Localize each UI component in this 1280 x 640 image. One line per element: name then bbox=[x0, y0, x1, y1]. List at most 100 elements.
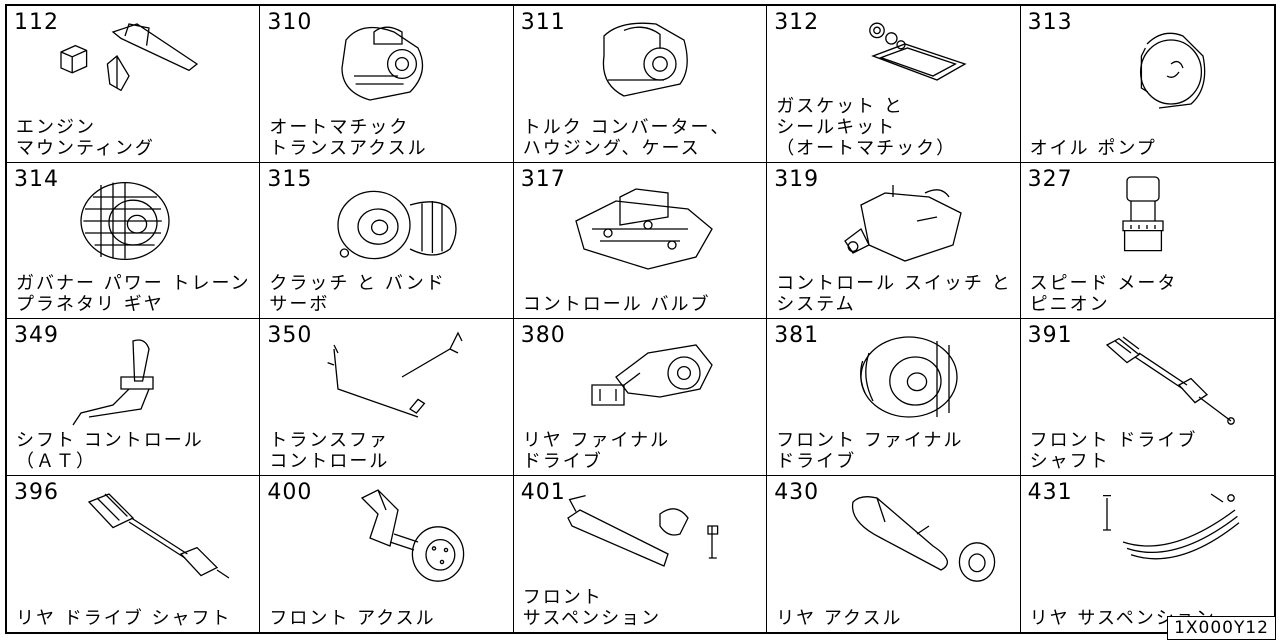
section-label-line: リヤ ドライブ シャフト bbox=[16, 608, 232, 629]
section-code: 349 bbox=[14, 323, 59, 348]
section-cell-401[interactable]: 401 フロントサスペンション bbox=[514, 475, 768, 632]
section-label-line: コントロール バルブ bbox=[522, 294, 711, 315]
control-valve-icon bbox=[544, 171, 744, 271]
section-code: 311 bbox=[520, 10, 566, 35]
section-code: 430 bbox=[774, 479, 820, 505]
section-label: シフト コントロール（ＡＴ） bbox=[16, 430, 204, 472]
rear-final-drive-icon bbox=[544, 327, 744, 427]
section-label: コントロール バルブ bbox=[523, 294, 711, 315]
section-cell-312[interactable]: 312 ガスケット とシールキット（オートマチック） bbox=[767, 6, 1021, 163]
section-cell-350[interactable]: 350 トランスファコントロール bbox=[260, 319, 514, 476]
section-label-line: ドライブ bbox=[522, 450, 603, 472]
section-cell-349[interactable]: 349 シフト コントロール（ＡＴ） bbox=[7, 319, 261, 476]
section-label-line: フロント bbox=[522, 587, 603, 608]
section-label-line: （ＡＴ） bbox=[16, 450, 96, 472]
oil-pump-icon bbox=[1051, 14, 1251, 114]
section-code: 431 bbox=[1027, 479, 1073, 505]
section-label-line: コントロール bbox=[269, 450, 390, 472]
front-final-drive-icon bbox=[797, 327, 997, 427]
section-label: クラッチ と バンドサーボ bbox=[269, 273, 445, 315]
section-label: リヤ アクスル bbox=[776, 608, 902, 629]
section-label: フロント アクスル bbox=[269, 608, 435, 629]
section-label-line: フロント ファイナル bbox=[776, 429, 964, 451]
section-cell-381[interactable]: 381 フロント ファイナルドライブ bbox=[767, 319, 1021, 476]
section-label-line: ハウジング、ケース bbox=[522, 137, 701, 159]
section-label-line: トランスアクスル bbox=[269, 137, 428, 159]
section-label-line: リヤ ファイナル bbox=[522, 429, 671, 451]
section-label-line: ドライブ bbox=[776, 450, 857, 472]
section-cell-112[interactable]: 112 エンジンマウンティング bbox=[7, 6, 261, 163]
section-label: フロント ドライブシャフト bbox=[1030, 430, 1198, 472]
section-code: 400 bbox=[267, 479, 313, 505]
section-cell-380[interactable]: 380 リヤ ファイナルドライブ bbox=[513, 319, 768, 476]
section-cell-396[interactable]: 396 リヤ ドライブ シャフト bbox=[7, 475, 261, 632]
section-cell-314[interactable]: 314 ガバナー パワー トレーンプラネタリ ギヤ bbox=[7, 162, 261, 319]
section-code: 313 bbox=[1027, 10, 1073, 35]
section-label-line: シフト コントロール bbox=[16, 429, 204, 451]
section-label: オイル ポンプ bbox=[1030, 138, 1157, 159]
section-label: トルク コンバーター、ハウジング、ケース bbox=[523, 117, 731, 159]
shift-control-icon bbox=[37, 327, 237, 427]
section-cell-430[interactable]: 430 リヤ アクスル bbox=[767, 475, 1021, 632]
section-label-line: フロント ドライブ bbox=[1029, 429, 1198, 451]
section-code: 315 bbox=[267, 166, 313, 192]
section-code: 401 bbox=[520, 479, 566, 505]
section-cell-311[interactable]: 311 トルク コンバーター、ハウジング、ケース bbox=[513, 6, 768, 163]
rear-axle-icon bbox=[797, 484, 997, 584]
front-axle-icon bbox=[290, 484, 490, 584]
section-label-line: ガスケット と bbox=[776, 95, 904, 117]
section-label-line: スピード メータ bbox=[1029, 273, 1178, 294]
section-code: 350 bbox=[267, 323, 313, 348]
front-suspension-icon bbox=[544, 484, 744, 584]
section-label-line: ピニオン bbox=[1029, 294, 1110, 315]
section-label-line: システム bbox=[776, 294, 856, 315]
rear-drive-shaft-icon bbox=[37, 484, 237, 584]
section-cell-431[interactable]: 431 リヤ サスペンション bbox=[1021, 476, 1274, 633]
section-code: 314 bbox=[14, 166, 59, 192]
section-label: ガバナー パワー トレーンプラネタリ ギヤ bbox=[16, 273, 251, 315]
section-label: リヤ ファイナルドライブ bbox=[523, 430, 670, 472]
section-label: コントロール スイッチ とシステム bbox=[776, 273, 1011, 315]
section-label-line: リヤ アクスル bbox=[776, 608, 903, 629]
planetary-gear-icon bbox=[37, 171, 237, 271]
section-cell-310[interactable]: 310 オートマチックトランスアクスル bbox=[260, 6, 514, 163]
section-cell-317[interactable]: 317 コントロール バルブ bbox=[513, 162, 768, 319]
section-label-line: トランスファ bbox=[269, 429, 390, 451]
engine-mounting-icon bbox=[37, 14, 237, 114]
speedometer-pinion-icon bbox=[1051, 171, 1251, 271]
section-label: リヤ ドライブ シャフト bbox=[16, 608, 231, 629]
torque-converter-housing-icon bbox=[544, 14, 744, 114]
section-label-line: サスペンション bbox=[522, 608, 662, 629]
section-label-line: プラネタリ ギヤ bbox=[16, 294, 164, 315]
catalog-reference-code: 1X000Y12 bbox=[1167, 616, 1276, 640]
section-label: フロントサスペンション bbox=[523, 587, 661, 629]
section-cell-391[interactable]: 391 フロント ドライブシャフト bbox=[1020, 319, 1274, 476]
rear-suspension-icon bbox=[1051, 484, 1251, 584]
section-label-line: （オートマチック） bbox=[776, 137, 957, 159]
section-cell-315[interactable]: 315 クラッチ と バンドサーボ bbox=[260, 162, 514, 319]
section-cell-327[interactable]: 327 スピード メータピニオン bbox=[1020, 163, 1274, 319]
section-label: スピード メータピニオン bbox=[1030, 273, 1178, 315]
section-label-line: オートマチック bbox=[269, 116, 410, 138]
section-label-line: マウンティング bbox=[16, 137, 155, 159]
section-label: フロント ファイナルドライブ bbox=[776, 430, 963, 472]
section-cell-400[interactable]: 400 フロント アクスル bbox=[260, 475, 514, 632]
control-switch-icon bbox=[797, 171, 997, 271]
section-code: 317 bbox=[520, 166, 566, 192]
section-label-line: サーボ bbox=[269, 294, 330, 315]
front-drive-shaft-icon bbox=[1051, 327, 1251, 427]
section-cell-319[interactable]: 319 コントロール スイッチ とシステム bbox=[767, 162, 1021, 319]
section-label-line: クラッチ と バンド bbox=[269, 273, 446, 294]
section-label-line: シールキット bbox=[776, 116, 897, 138]
section-label-line: ガバナー パワー トレーン bbox=[16, 273, 251, 294]
clutch-band-servo-icon bbox=[290, 171, 490, 271]
section-cell-313[interactable]: 313 オイル ポンプ bbox=[1020, 6, 1274, 163]
transfer-control-icon bbox=[290, 327, 490, 427]
section-code: 312 bbox=[774, 10, 820, 35]
section-label: トランスファコントロール bbox=[269, 430, 389, 472]
section-label-line: コントロール スイッチ と bbox=[776, 273, 1012, 294]
section-label-line: フロント アクスル bbox=[269, 608, 436, 629]
gasket-seal-kit-icon bbox=[797, 14, 997, 114]
section-label: エンジンマウンティング bbox=[16, 117, 155, 159]
